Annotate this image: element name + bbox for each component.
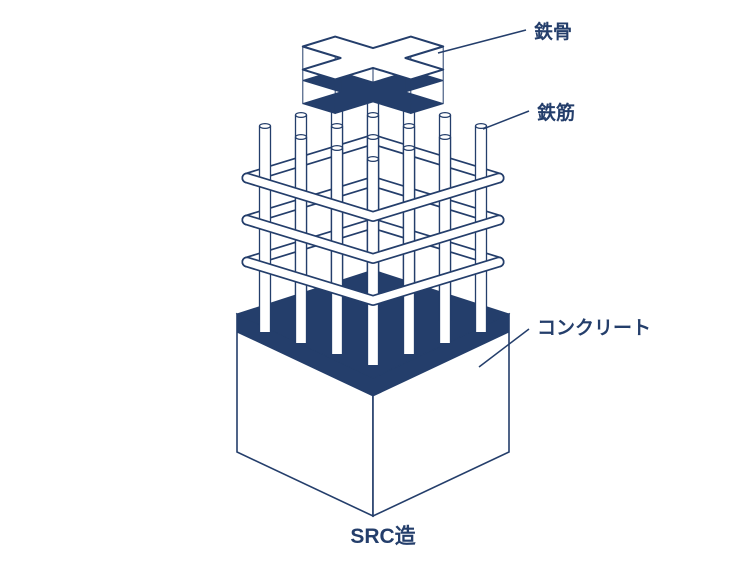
rebar-hoops-front [241,172,505,306]
hoop-1-front-face [243,174,503,221]
steel-frame-leader-line [437,29,527,54]
hoop-2-front-face [243,216,503,263]
leader-lines [437,29,530,368]
steel-frame [301,35,445,115]
concrete-leader-line [478,328,530,368]
diagram-caption: SRC造 [350,524,416,548]
concrete-label: コンクリート [537,317,651,339]
rebar-leader-line [482,110,530,130]
rebar-label: 鉄筋 [537,101,575,124]
steel-frame-top-face [301,35,445,81]
steel-frame-label: 鉄骨 [534,20,572,43]
hoop-3-front-face [243,258,503,305]
